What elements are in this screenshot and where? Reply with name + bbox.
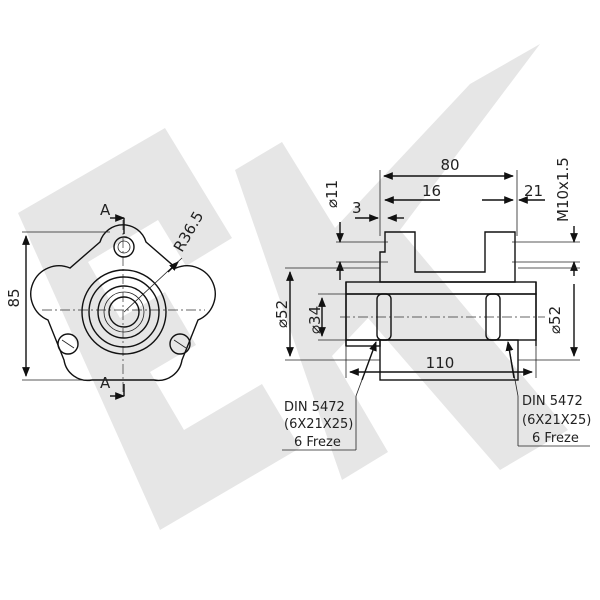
dimension-dia52-right-label: ⌀52 [546,306,564,334]
note-right-line3: 6 Freze [532,431,579,446]
note-right-line2: (6X21X25) [522,413,591,428]
section-marker-top: A [100,201,111,219]
height-dimension-label: 85 [5,288,23,307]
dimension-21-label: 21 [524,182,543,200]
dimension-dia34-label: ⌀34 [306,306,324,334]
note-left-line1: DIN 5472 [284,400,345,415]
note-left-line3: 6 Freze [294,435,341,450]
dimension-dia52-left-label: ⌀52 [273,300,291,328]
note-left-line2: (6X21X25) [284,417,353,432]
dimension-110-label: 110 [426,354,455,372]
note-right-line1: DIN 5472 [522,394,583,409]
section-view: 80 16 3 21 ⌀11 M10x1.5 ⌀52 ⌀34 [273,156,591,451]
dimension-80-label: 80 [440,156,459,174]
thread-spec-label: M10x1.5 [554,157,572,222]
dimension-dia11-label: ⌀11 [323,180,341,208]
dimension-3-label: 3 [352,199,362,217]
section-marker-bottom: A [100,374,111,392]
dimension-16-label: 16 [422,182,441,200]
